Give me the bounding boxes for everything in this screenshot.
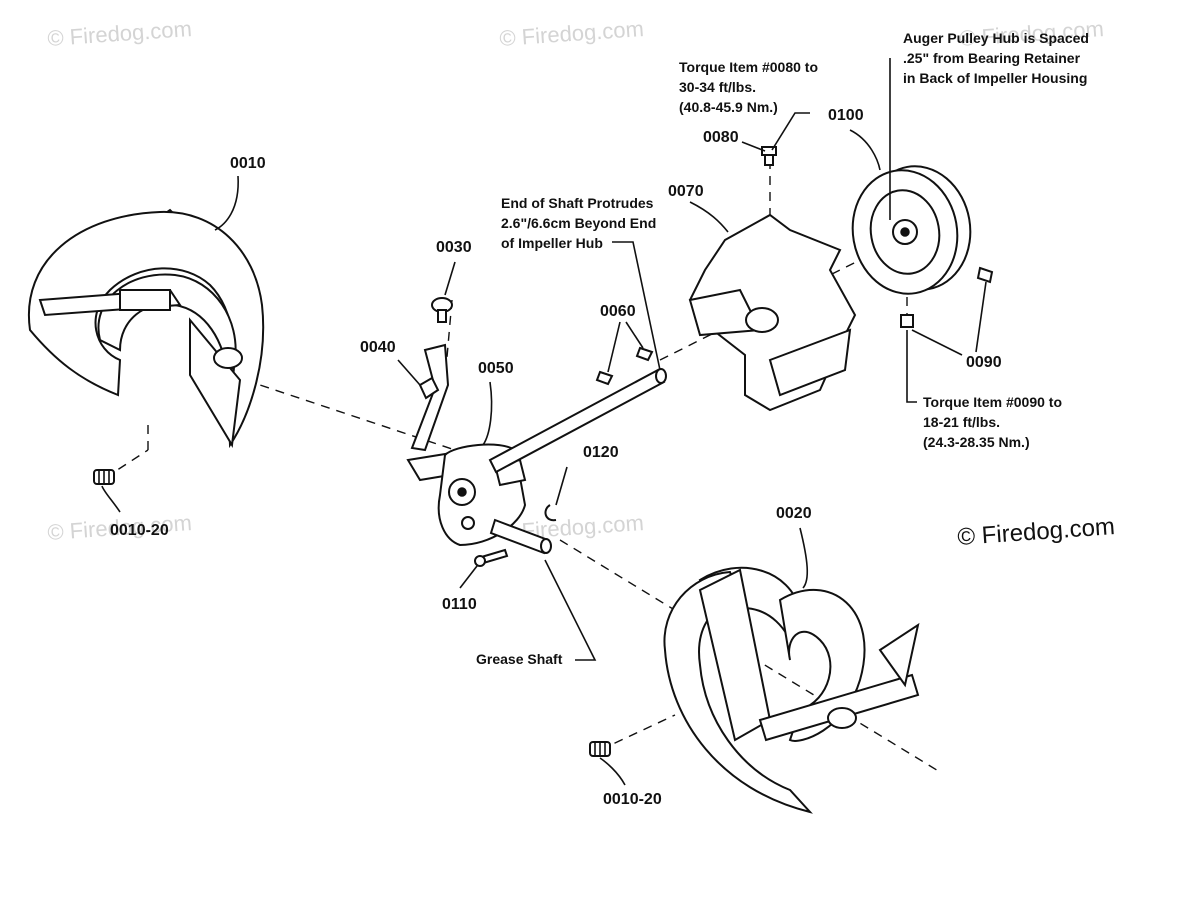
note-grease-shaft: Grease Shaft xyxy=(476,651,563,667)
note-end-of-shaft: End of Shaft Protrudes 2.6"/6.6cm Beyond… xyxy=(501,195,656,251)
leader-0030 xyxy=(444,261,456,296)
impeller-0070 xyxy=(688,213,857,412)
label-0020: 0020 xyxy=(776,505,812,522)
leader-0010 xyxy=(214,175,239,231)
watermark-top-mid: © Firedog.com xyxy=(499,16,645,51)
lever-0040 xyxy=(410,343,450,452)
note-auger-pulley-line-2: .25" from Bearing Retainer xyxy=(903,50,1081,66)
label-0010-20-right: 0010-20 xyxy=(603,791,662,808)
leader-0120 xyxy=(555,466,568,506)
pulley-0100 xyxy=(851,165,972,295)
label-0070: 0070 xyxy=(668,183,704,200)
gearbox-0050 xyxy=(406,443,527,547)
note-torque-0090-line-2: 18-21 ft/lbs. xyxy=(923,414,1000,430)
leader-0100 xyxy=(849,129,881,171)
note-torque-0090: Torque Item #0090 to 18-21 ft/lbs. (24.3… xyxy=(923,394,1062,450)
note-torque-0080-line-1: Torque Item #0080 to xyxy=(679,59,818,75)
bolt-0080 xyxy=(761,146,777,166)
leader-0060b xyxy=(625,321,644,349)
main-axis-left xyxy=(229,374,471,456)
note-end-of-shaft-line-2: 2.6"/6.6cm Beyond End xyxy=(501,215,656,231)
label-0100: 0100 xyxy=(828,107,864,124)
leader-0050 xyxy=(482,381,493,446)
leader-grease-shaft xyxy=(544,559,597,661)
label-0060: 0060 xyxy=(600,303,636,320)
leader-0080 xyxy=(741,141,766,152)
watermark-top-left: © Firedog.com xyxy=(47,16,193,51)
leader-end-of-shaft xyxy=(612,241,661,371)
note-torque-0080-line-3: (40.8-45.9 Nm.) xyxy=(679,99,778,115)
note-auger-pulley: Auger Pulley Hub is Spaced .25" from Bea… xyxy=(903,30,1089,86)
note-torque-0080-line-2: 30-34 ft/lbs. xyxy=(679,79,756,95)
leader-0090b xyxy=(975,281,987,353)
axis-0010-20-right xyxy=(599,714,676,751)
leader-0010-20-left xyxy=(101,485,121,513)
leader-torque-0090 xyxy=(906,330,917,403)
leader-0010-20-right xyxy=(599,757,626,786)
label-0010-20-left: 0010-20 xyxy=(110,522,169,539)
note-end-of-shaft-line-1: End of Shaft Protrudes xyxy=(501,195,654,211)
leader-0020 xyxy=(799,527,809,589)
clip-0120 xyxy=(544,504,557,522)
note-auger-pulley-line-3: in Back of Impeller Housing xyxy=(903,70,1087,86)
leader-0060a xyxy=(607,321,621,373)
label-0030: 0030 xyxy=(436,239,472,256)
plug-0010-20-left xyxy=(93,469,115,485)
watermark-mid-right: © Firedog.com xyxy=(957,513,1116,551)
label-0090: 0090 xyxy=(966,354,1002,371)
bolts-0090 xyxy=(900,266,994,328)
auger-0010 xyxy=(27,208,265,449)
label-0050: 0050 xyxy=(478,360,514,377)
plug-0010-20-right xyxy=(589,741,611,757)
note-end-of-shaft-line-3: of Impeller Hub xyxy=(501,235,603,251)
auger-0020 xyxy=(663,566,920,814)
leader-torque-0080 xyxy=(771,112,810,151)
label-0010: 0010 xyxy=(230,155,266,172)
label-0080: 0080 xyxy=(703,129,739,146)
leader-0090a xyxy=(911,329,963,356)
leader-0040 xyxy=(397,359,421,386)
keys-0060 xyxy=(595,346,654,386)
label-0110: 0110 xyxy=(442,596,477,613)
note-torque-0090-line-1: Torque Item #0090 to xyxy=(923,394,1062,410)
label-0040: 0040 xyxy=(360,339,396,356)
leader-0070 xyxy=(689,201,729,233)
bolt-0110 xyxy=(474,548,509,567)
shaft-0050 xyxy=(488,368,667,555)
main-axis-right xyxy=(559,539,941,773)
note-auger-pulley-line-1: Auger Pulley Hub is Spaced xyxy=(903,30,1089,46)
note-torque-0090-line-3: (24.3-28.35 Nm.) xyxy=(923,434,1030,450)
leader-0110 xyxy=(459,565,478,589)
note-torque-0080: Torque Item #0080 to 30-34 ft/lbs. (40.8… xyxy=(679,59,818,115)
label-0120: 0120 xyxy=(583,444,619,461)
bolt-0030 xyxy=(431,297,453,323)
